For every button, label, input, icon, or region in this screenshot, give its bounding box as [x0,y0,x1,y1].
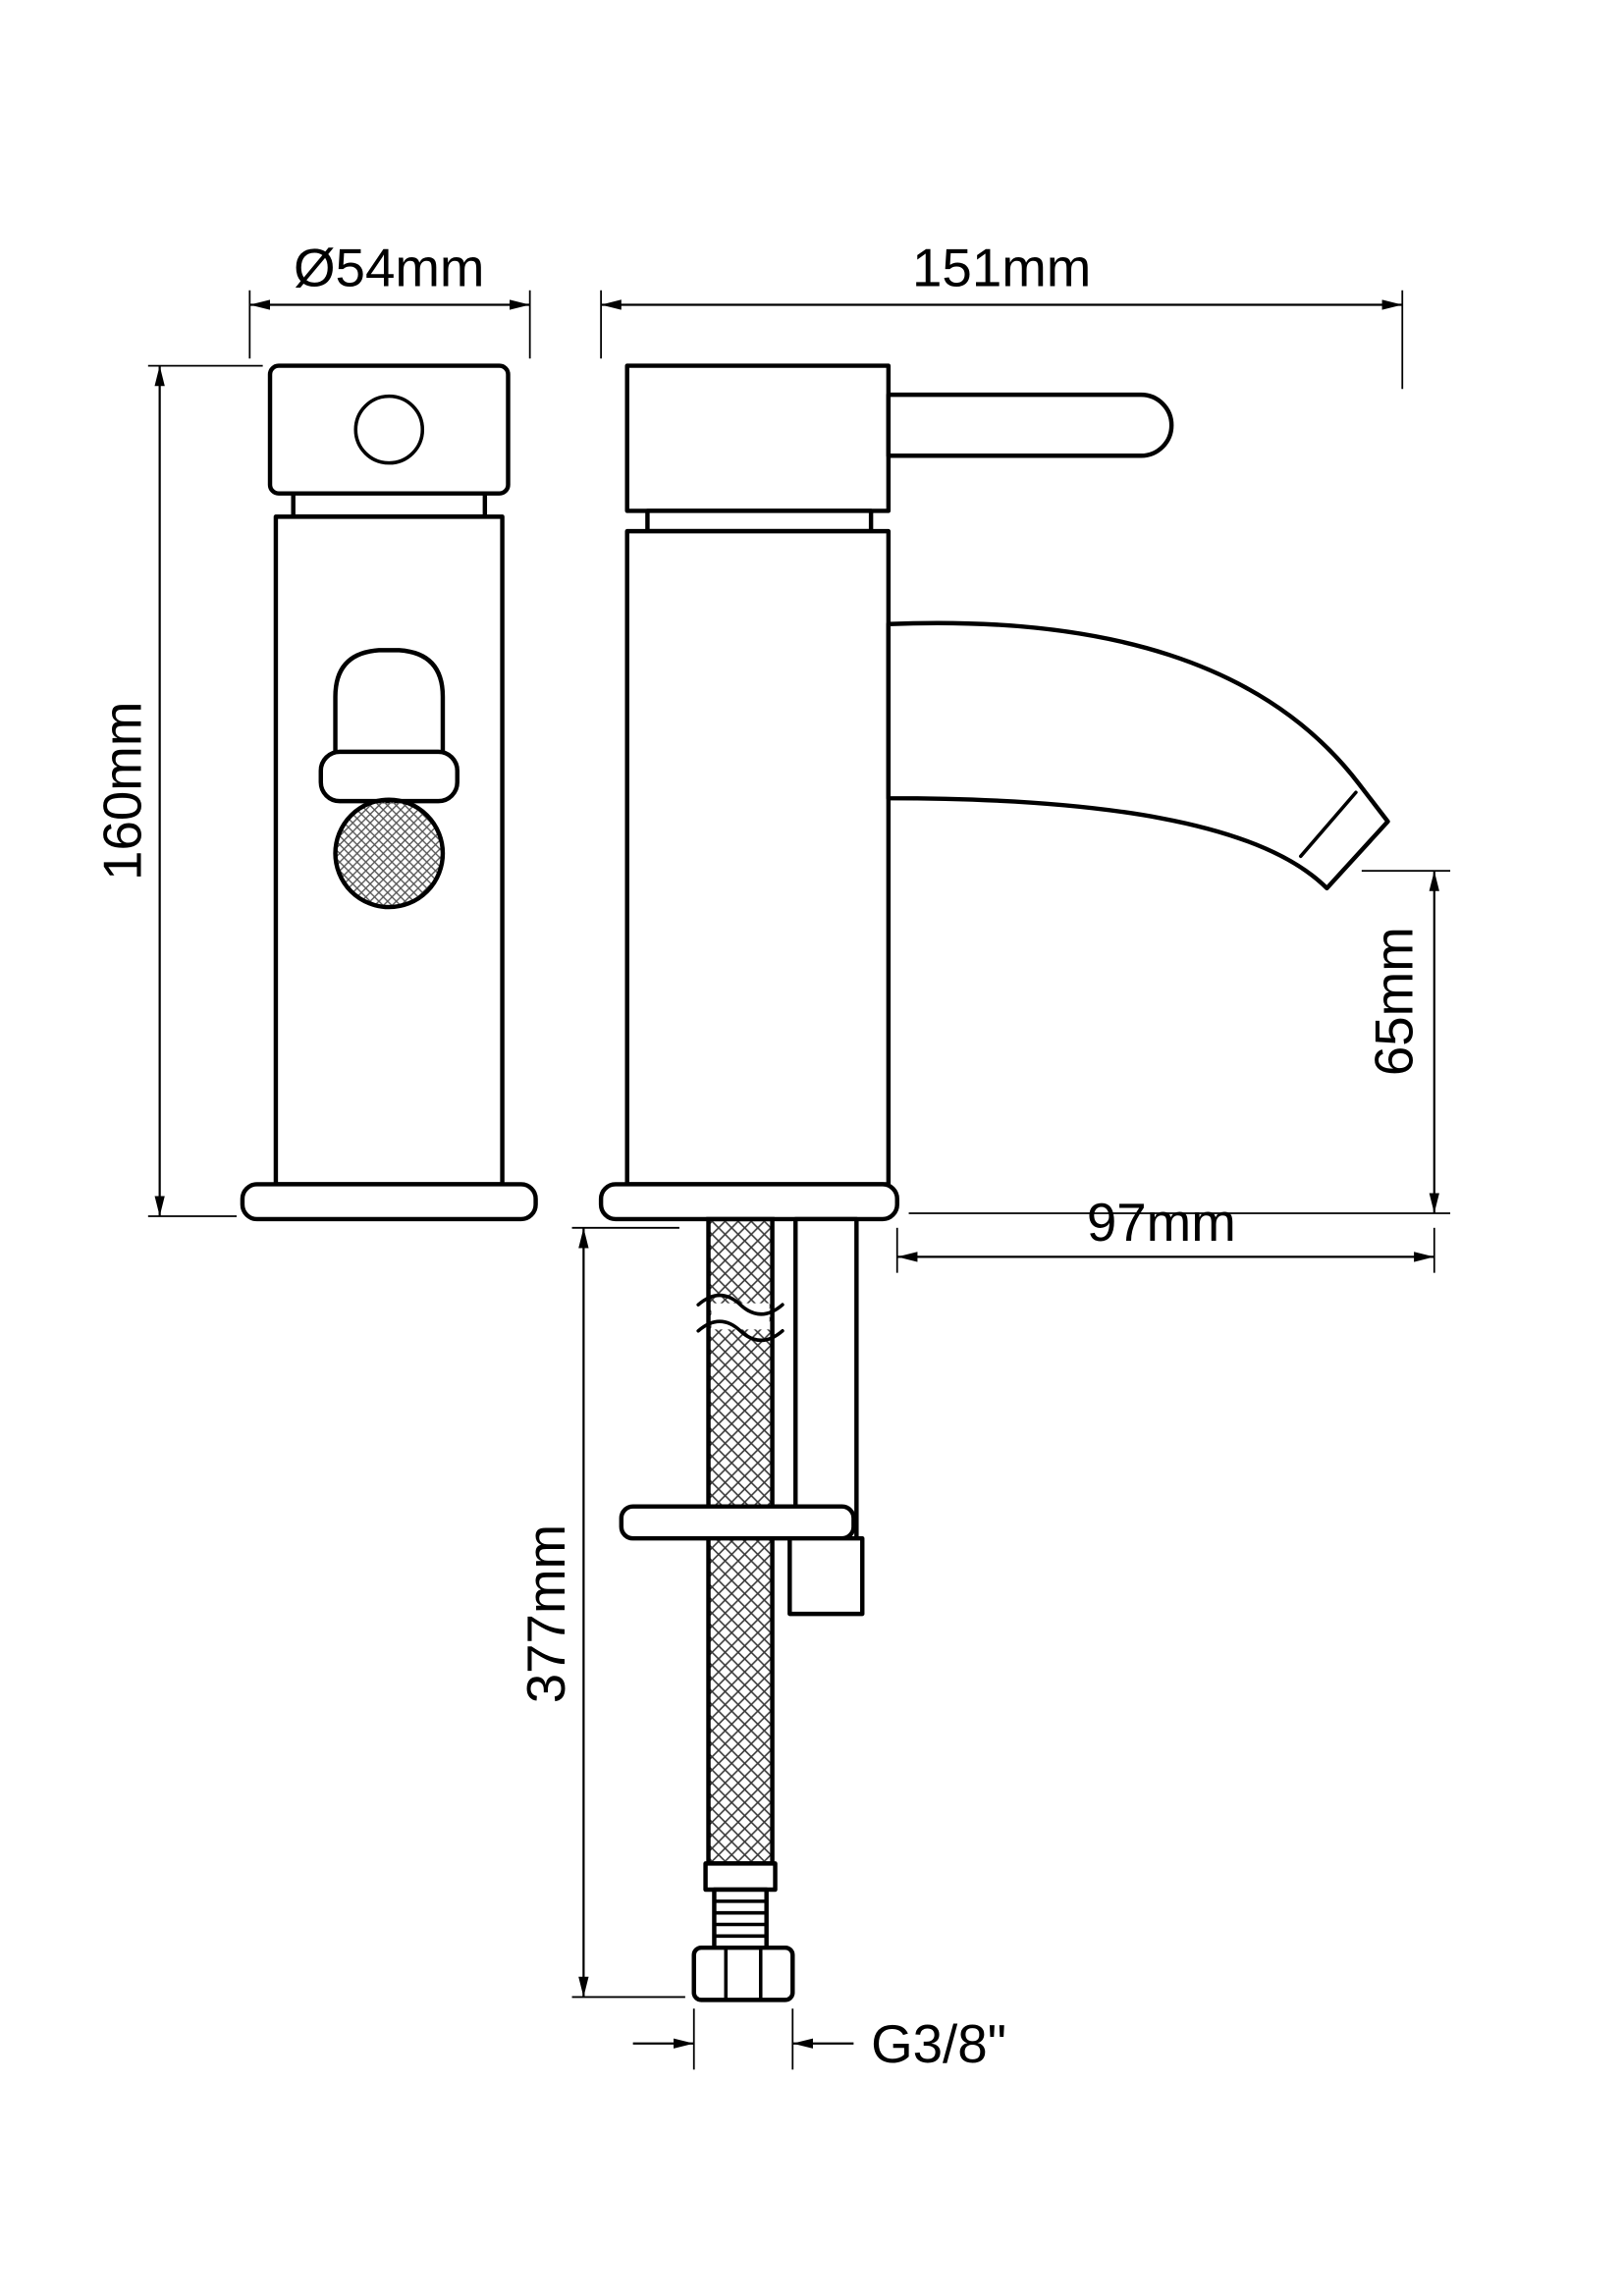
dim-overall-depth: 151mm [600,237,1404,390]
dim-spout-reach: 97mm [895,1192,1435,1273]
handle-cap-front [267,363,511,496]
hose-crimp-section [712,1887,769,1950]
aerator-ring [318,749,460,804]
faucet-front-view [240,363,538,1222]
faucet-body-side [624,528,892,1187]
dim-overall-height: 160mm [91,364,263,1217]
hose-break-mask [711,1303,770,1330]
neck-side [645,508,874,534]
aerator-housing [333,648,446,763]
threaded-shank [793,1216,859,1544]
front-diameter-label: Ø54mm [294,237,484,297]
overall-height-label: 160mm [91,702,152,881]
spout-aerator-seam [1298,790,1358,859]
lever-handle [886,392,1174,458]
spout [886,620,1390,891]
dim-front-diameter: Ø54mm [248,237,531,359]
shank-nut [787,1536,865,1617]
dim-thread: G3/8" [632,2008,1006,2074]
overall-depth-label: 151mm [912,237,1091,297]
hose-break-wave-top [696,1293,784,1316]
connection-nut [691,1945,795,2002]
mounting-plate [619,1504,856,1541]
hose-collar [703,1861,778,1893]
hose-length-label: 377mm [515,1524,576,1703]
base-flange-side [598,1182,899,1222]
dim-spout-clearance: 65mm [908,870,1451,1214]
base-flange-front [240,1182,538,1222]
neck-front [291,491,488,519]
dim-hose-length: 377mm [515,1226,685,1999]
handle-dot [353,394,425,465]
spout-clearance-label: 65mm [1364,927,1425,1076]
faucet-side-view [598,363,1390,2002]
thread-label: G3/8" [871,2013,1006,2074]
spout-reach-label: 97mm [1087,1192,1236,1253]
cartridge-cap-side [624,363,892,513]
hose-break-wave-bottom [696,1319,784,1343]
aerator-mesh [333,797,446,910]
